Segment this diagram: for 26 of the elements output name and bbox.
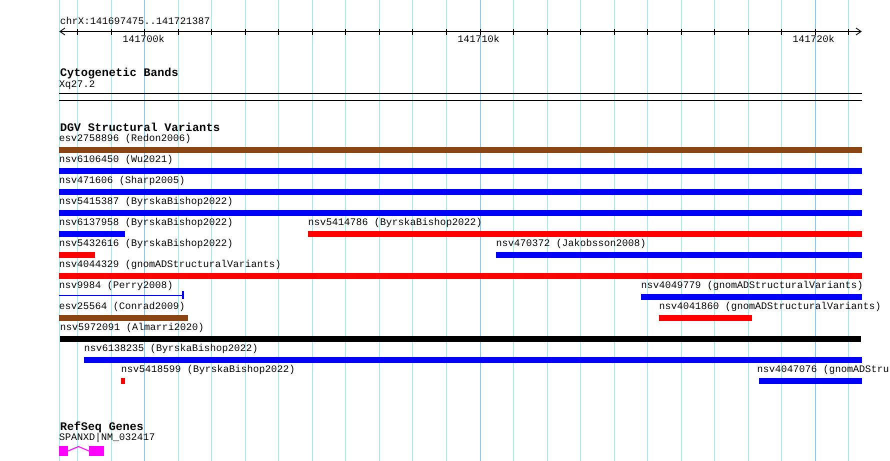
scale-label: 141700k <box>122 36 164 46</box>
band-label: Xq27.2 <box>59 81 96 91</box>
scale-label: 141710k <box>458 36 500 46</box>
variant-label: nsv5414786 (ByrskaBishop2022) <box>308 219 482 229</box>
scale-label: 141720k <box>792 36 834 46</box>
variant-label: esv25564 (Conrad2009) <box>59 303 186 313</box>
track-title: RefSeq Genes <box>60 422 144 434</box>
variant-label: nsv6137958 (ByrskaBishop2022) <box>59 219 234 229</box>
variant-label: nsv5415387 (ByrskaBishop2022) <box>59 198 234 208</box>
variant-label: nsv9984 (Perry2008) <box>59 282 174 292</box>
coordinate-label: chrX:141697475..141721387 <box>60 18 210 28</box>
variant-label: nsv6106450 (Wu2021) <box>59 156 174 166</box>
variant-label: nsv471606 (Sharp2005) <box>59 177 186 187</box>
variant-label: nsv5432616 (ByrskaBishop2022) <box>59 240 234 250</box>
variant-label: nsv4049779 (gnomADStructuralVariants) <box>641 282 864 292</box>
variant-label: nsv4044329 (gnomADStructuralVariants) <box>59 261 282 271</box>
variant-label: nsv5418599 (ByrskaBishop2022) <box>121 366 296 376</box>
variant-label: nsv470372 (Jakobsson2008) <box>496 240 646 250</box>
variant-label: nsv4047076 (gnomADStru <box>757 366 890 376</box>
track-title: DGV Structural Variants <box>60 122 220 134</box>
variant-label: nsv4041860 (gnomADStructuralVariants) <box>659 303 882 313</box>
variant-label: nsv6138235 (ByrskaBishop2022) <box>84 345 258 355</box>
variant-label: nsv5972091 (Almarri2020) <box>60 324 204 334</box>
gene-label: SPANXD|NM_032417 <box>59 434 156 444</box>
track-title: Cytogenetic Bands <box>60 68 178 80</box>
variant-label: esv2758896 (Redon2006) <box>59 135 192 145</box>
